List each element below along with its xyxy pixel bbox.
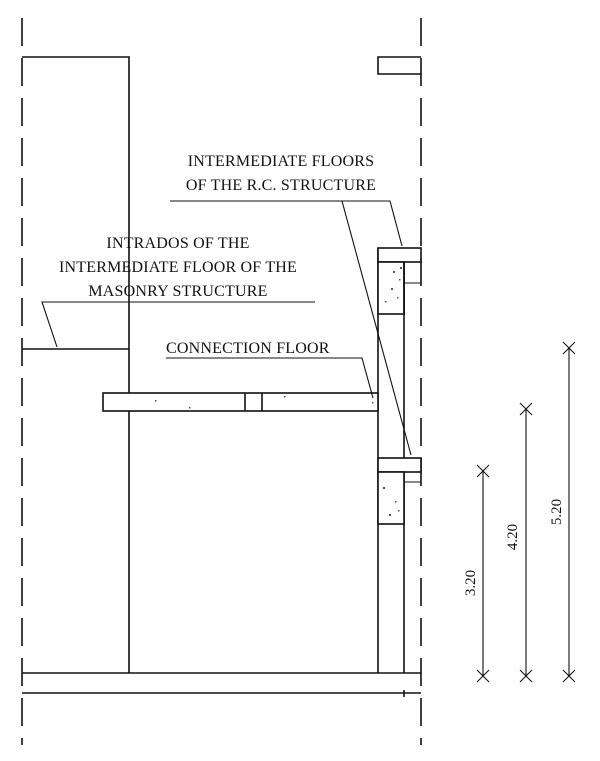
rc-beam-lower xyxy=(377,457,422,525)
top-slab-fragment xyxy=(377,56,421,75)
dimension-label-5-20: 5.20 xyxy=(549,499,565,525)
dimension-line-5-20 xyxy=(562,341,576,683)
rc-beam-upper xyxy=(377,247,422,315)
dimension-label-3-20: 3.20 xyxy=(463,570,479,596)
rc-floors-leader xyxy=(170,200,412,456)
dimension-label-4-20: 4.20 xyxy=(505,524,521,550)
intrados-leader xyxy=(41,301,315,348)
intrados-label-line1: INTRADOS OF THE xyxy=(106,235,249,252)
rc-floors-label-line1: INTERMEDIATE FLOORS xyxy=(188,153,374,170)
dimension-line-4-20 xyxy=(519,402,533,683)
dimension-line-3-20 xyxy=(476,464,490,683)
connection-floor-leader xyxy=(166,357,374,399)
intrados-label-line2: INTERMEDIATE FLOOR OF THE xyxy=(59,259,297,276)
connection-floor-slab xyxy=(102,392,379,412)
intrados-label-line3: MASONRY STRUCTURE xyxy=(88,283,267,300)
connection-floor-label: CONNECTION FLOOR xyxy=(166,340,330,357)
rc-floors-label-line2: OF THE R.C. STRUCTURE xyxy=(186,177,376,194)
masonry-wall-outline xyxy=(22,56,130,673)
